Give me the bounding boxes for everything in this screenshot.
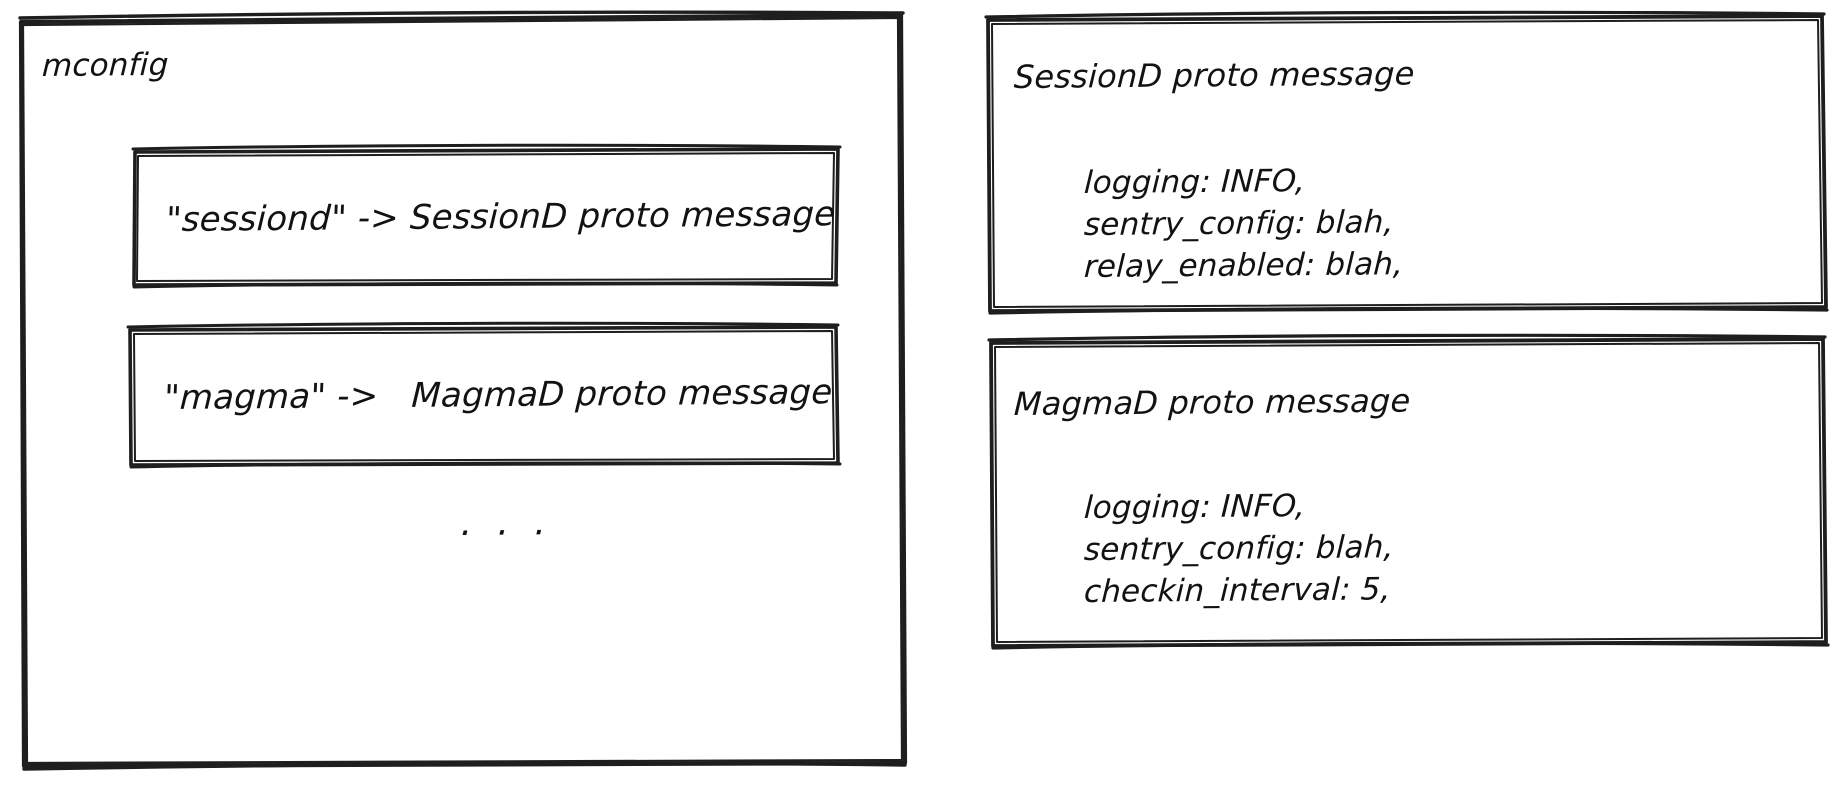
magmad-proto-card[interactable] — [991, 339, 1826, 646]
mconfig-title: mconfig — [41, 46, 170, 84]
sessiond-proto-card[interactable] — [988, 16, 1826, 311]
mconfig-row-magma[interactable] — [130, 327, 838, 465]
mconfig-ellipsis: . . . — [460, 502, 555, 544]
mconfig-row-sessiond[interactable] — [135, 149, 838, 285]
